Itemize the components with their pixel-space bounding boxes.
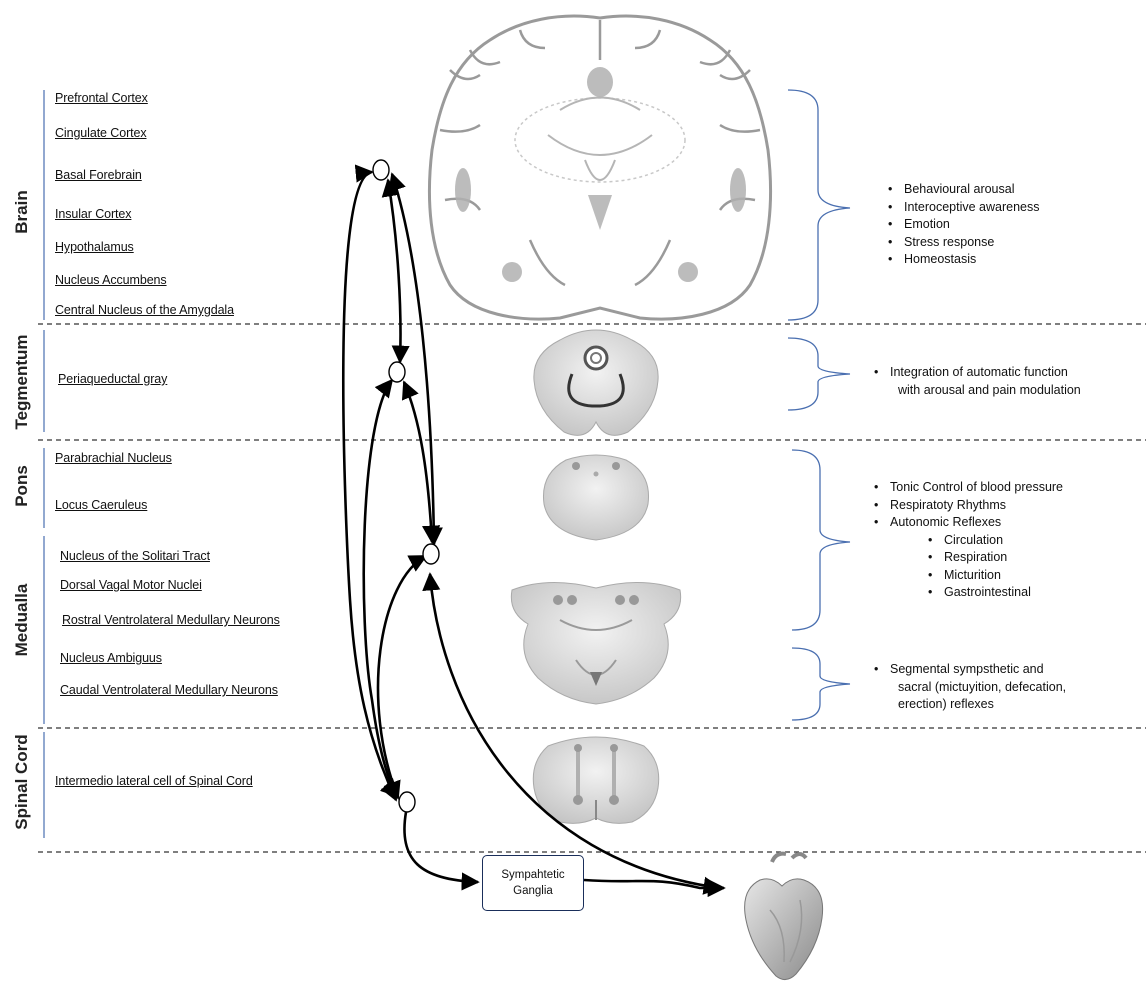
tegmentum-functions: Integration of automatic function with a… bbox=[862, 364, 1081, 399]
structure-dorsal-vagal-motor-nuclei: Dorsal Vagal Motor Nuclei bbox=[60, 578, 202, 592]
function-subitem: Micturition bbox=[928, 567, 1063, 585]
ganglia-label-line2: Ganglia bbox=[513, 885, 553, 897]
spinal-functions: Segmental sympsthetic and sacral (mictuy… bbox=[862, 661, 1066, 714]
function-item: Interoceptive awareness bbox=[888, 199, 1039, 217]
function-item: Respiratoty Rhythms bbox=[874, 497, 1063, 515]
brain-functions: Behavioural arousal Interoceptive awaren… bbox=[876, 181, 1040, 269]
arrow-spinal-ganglia bbox=[403, 811, 480, 891]
region-label-medulla: Medualla bbox=[12, 583, 31, 657]
structure-parabrachial-nucleus: Parabrachial Nucleus bbox=[55, 451, 172, 465]
brain-coronal-section-icon bbox=[427, 14, 773, 321]
structure-nucleus-ambiguus: Nucleus Ambiguus bbox=[60, 651, 162, 665]
node-forebrain bbox=[372, 159, 390, 181]
brain-section-nuclei bbox=[455, 67, 746, 282]
spinal-cord-section-icon bbox=[532, 736, 660, 824]
function-subitem: Circulation bbox=[928, 532, 1063, 550]
function-continuation: erection) reflexes bbox=[898, 697, 994, 711]
function-continuation: sacral (mictuyition, defecation, bbox=[898, 679, 1067, 694]
tegmentum-bracket bbox=[787, 337, 851, 411]
function-item: Behavioural arousal bbox=[888, 181, 1040, 199]
structure-intermedio-lateral: Intermedio lateral cell of Spinal Cord bbox=[55, 774, 253, 788]
arrow-forebrain-spinal bbox=[341, 164, 398, 802]
arrow-medulla-heart bbox=[422, 572, 722, 895]
connection-arrows bbox=[341, 164, 726, 898]
node-pag bbox=[388, 361, 406, 383]
region-label-spinal-cord: Spinal Cord bbox=[12, 734, 31, 830]
function-item: Segmental sympsthetic and bbox=[874, 661, 1066, 679]
medulla-section-icon bbox=[510, 582, 682, 705]
structure-prefrontal-cortex: Prefrontal Cortex bbox=[55, 91, 148, 105]
arrow-medulla-spinal bbox=[376, 554, 428, 800]
structure-basal-forebrain: Basal Forebrain bbox=[55, 168, 142, 182]
node-medulla bbox=[422, 543, 440, 565]
function-continuation: with arousal and pain modulation bbox=[898, 382, 1081, 397]
function-item: Autonomic Reflexes bbox=[874, 514, 1063, 532]
arrow-pag-medulla bbox=[401, 380, 441, 544]
brain-bracket bbox=[787, 89, 851, 321]
structure-nucleus-accumbens: Nucleus Accumbens bbox=[55, 273, 167, 287]
ganglia-label-line1: Sympahtetic bbox=[501, 869, 565, 881]
node-spinal bbox=[398, 791, 416, 813]
structure-hypothalamus: Hypothalamus bbox=[55, 240, 134, 254]
pons-medulla-functions: Tonic Control of blood pressure Respirat… bbox=[862, 479, 1063, 602]
structure-caudal-ventrolateral: Caudal Ventrolateral Medullary Neurons bbox=[60, 683, 278, 697]
function-item: Emotion bbox=[888, 216, 1040, 234]
structure-central-nucleus-amygdala: Central Nucleus of the Amygdala bbox=[55, 303, 234, 317]
region-label-brain: Brain bbox=[12, 190, 31, 234]
sympathetic-ganglia-box: Sympahtetic Ganglia bbox=[482, 855, 584, 911]
neuron-nodes bbox=[372, 159, 440, 813]
structure-insular-cortex: Insular Cortex bbox=[55, 207, 132, 221]
midbrain-section-icon bbox=[533, 329, 659, 436]
function-brackets bbox=[787, 89, 851, 721]
function-item: Tonic Control of blood pressure bbox=[874, 479, 1063, 497]
heart-icon bbox=[744, 851, 824, 980]
function-item: Integration of automatic function bbox=[874, 364, 1081, 382]
pons-medulla-bracket bbox=[791, 449, 851, 631]
structure-nucleus-solitari-tract: Nucleus of the Solitari Tract bbox=[60, 549, 210, 563]
region-label-pons: Pons bbox=[12, 465, 31, 507]
pons-section-icon bbox=[542, 454, 650, 541]
spinal-bracket bbox=[791, 647, 851, 721]
function-subitem: Respiration bbox=[928, 549, 1063, 567]
structure-rostral-ventrolateral: Rostral Ventrolateral Medullary Neurons bbox=[62, 613, 280, 627]
structure-periaqueductal-gray: Periaqueductal gray bbox=[58, 372, 168, 386]
structure-cingulate-cortex: Cingulate Cortex bbox=[55, 126, 147, 140]
function-subitem: Gastrointestinal bbox=[928, 584, 1063, 602]
structure-locus-caeruleus: Locus Caeruleus bbox=[55, 498, 148, 512]
arrow-forebrain-pag bbox=[381, 178, 410, 364]
region-label-tegmentum: Tegmentum bbox=[12, 334, 31, 430]
function-item: Stress response bbox=[888, 234, 1040, 252]
arrow-ganglia-heart bbox=[583, 878, 726, 898]
function-item: Homeostasis bbox=[888, 251, 1040, 269]
